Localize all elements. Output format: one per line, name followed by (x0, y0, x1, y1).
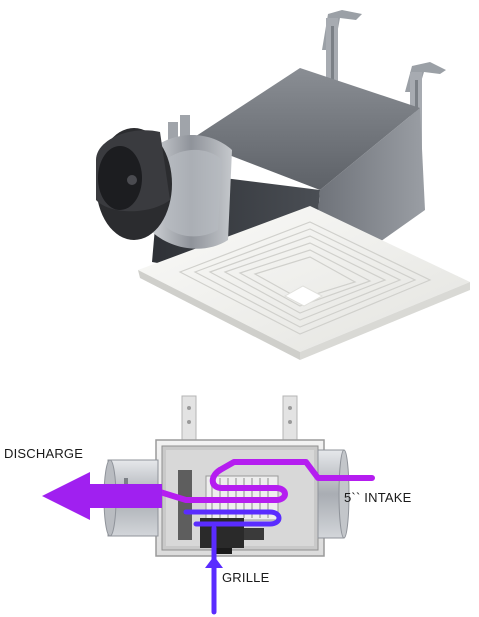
discharge-arrow (42, 472, 162, 520)
intake-label: 5`` INTAKE (344, 490, 412, 505)
discharge-collar (150, 135, 232, 249)
backdraft-damper (96, 128, 172, 240)
discharge-label: DISCHARGE (4, 446, 84, 461)
hanger-bracket (282, 395, 298, 445)
grille-arrow (205, 556, 223, 568)
fan-unit-3d (96, 10, 470, 360)
grille-center-plate (283, 285, 324, 307)
grille-slots (178, 221, 432, 335)
mounting-bracket (168, 115, 190, 152)
housing-top (190, 68, 420, 190)
hanger-bracket (181, 395, 197, 445)
grille-label: GRILLE (222, 570, 270, 585)
airflow-path (157, 459, 375, 615)
cutaway-diagram (42, 395, 375, 615)
